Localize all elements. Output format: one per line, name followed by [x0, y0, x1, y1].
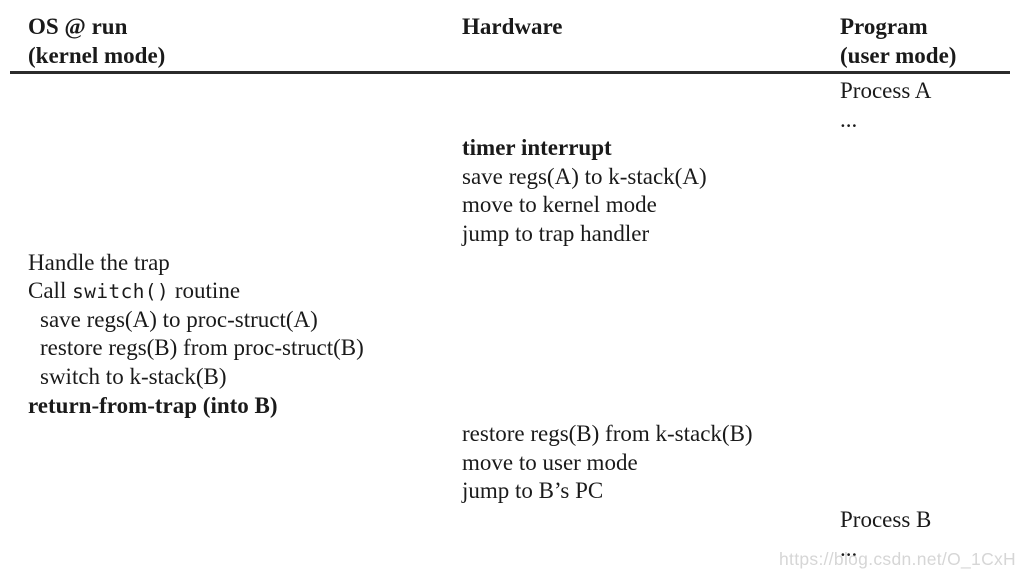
- cell-os: switch to k-stack(B): [28, 363, 462, 392]
- cell-os: [28, 163, 462, 192]
- cell-program: [840, 449, 1022, 478]
- cell-os: save regs(A) to proc-struct(A): [28, 306, 462, 335]
- header-divider: [10, 71, 1010, 74]
- table-row: return-from-trap (into B): [0, 392, 1022, 421]
- step-text: Process A: [840, 78, 932, 103]
- cell-os: Call switch() routine: [28, 277, 462, 307]
- step-text: restore regs(B) from proc-struct(B): [40, 335, 364, 361]
- cell-hardware: [462, 77, 840, 106]
- header-program-column: Program (user mode): [840, 13, 1022, 70]
- cell-program: [840, 134, 1022, 163]
- cell-program: [840, 220, 1022, 249]
- code-text: switch(): [72, 280, 170, 304]
- watermark: https://blog.csdn.net/O_1CxH: [779, 549, 1016, 569]
- cell-os: [28, 77, 462, 106]
- header-program-line2: (user mode): [840, 42, 957, 68]
- step-text: routine: [169, 278, 241, 304]
- cell-os: restore regs(B) from proc-struct(B): [28, 334, 462, 363]
- step-text: Handle the trap: [28, 249, 170, 275]
- cell-hardware: jump to B’s PC: [462, 477, 840, 506]
- header-os-line1: OS @ run: [28, 14, 128, 39]
- cell-os: Handle the trap: [28, 249, 462, 278]
- table-row: save regs(A) to proc-struct(A): [0, 306, 1022, 335]
- cell-hardware: [462, 506, 840, 535]
- cell-program: [840, 334, 1022, 363]
- cell-hardware: timer interrupt: [462, 134, 840, 163]
- step-text: jump to B’s PC: [462, 478, 604, 504]
- cell-program: [840, 392, 1022, 421]
- table-row: switch to k-stack(B): [0, 363, 1022, 392]
- table-row: save regs(A) to k-stack(A): [0, 163, 1022, 192]
- step-text: move to kernel mode: [462, 192, 657, 218]
- cell-program: [840, 306, 1022, 335]
- cell-program: Process B: [840, 506, 1022, 535]
- cell-program: [840, 191, 1022, 220]
- header-os-column: OS @ run (kernel mode): [28, 13, 462, 70]
- table-row: restore regs(B) from proc-struct(B): [0, 334, 1022, 363]
- step-text: jump to trap handler: [462, 220, 650, 246]
- cell-hardware: [462, 249, 840, 278]
- step-text: timer interrupt: [462, 135, 612, 161]
- cell-hardware: [462, 334, 840, 363]
- cell-hardware: [462, 106, 840, 135]
- table-row: timer interrupt: [0, 134, 1022, 163]
- step-text: switch to k-stack(B): [40, 363, 227, 389]
- step-text: move to user mode: [462, 449, 638, 475]
- cell-program: [840, 277, 1022, 307]
- header-hardware-line1: Hardware: [462, 14, 563, 39]
- cell-os: [28, 220, 462, 249]
- cell-os: [28, 106, 462, 135]
- step-text: save regs(A) to k-stack(A): [462, 163, 707, 189]
- table-row: jump to B’s PC: [0, 477, 1022, 506]
- step-text: ...: [840, 106, 858, 132]
- cell-hardware: move to user mode: [462, 449, 840, 478]
- cell-program: [840, 163, 1022, 192]
- step-text: ...: [840, 535, 858, 561]
- table-row: ...: [0, 106, 1022, 135]
- cell-program: [840, 420, 1022, 449]
- cell-hardware: [462, 363, 840, 392]
- cell-os: [28, 191, 462, 220]
- table-row: move to user mode: [0, 449, 1022, 478]
- cell-hardware: [462, 392, 840, 421]
- cell-os: [28, 420, 462, 449]
- cell-program: [840, 363, 1022, 392]
- header-os-line2: (kernel mode): [28, 42, 166, 68]
- step-text: return-from-trap (into B): [28, 392, 278, 418]
- cell-os: [28, 477, 462, 506]
- cell-program: Process A: [840, 77, 1022, 106]
- step-text: Process B: [840, 506, 932, 532]
- table-row: Call switch() routine: [0, 277, 1022, 306]
- cell-hardware: jump to trap handler: [462, 220, 840, 249]
- cell-os: [28, 506, 462, 535]
- table-row: Handle the trap: [0, 249, 1022, 278]
- table-header: OS @ run (kernel mode) Hardware Program …: [0, 13, 1022, 70]
- step-text: save regs(A) to proc-struct(A): [40, 306, 318, 332]
- cell-os: [28, 535, 462, 564]
- step-text: restore regs(B) from k-stack(B): [462, 421, 753, 447]
- cell-hardware: restore regs(B) from k-stack(B): [462, 420, 840, 449]
- table-row: jump to trap handler: [0, 220, 1022, 249]
- cell-program: ...: [840, 106, 1022, 135]
- cell-hardware: save regs(A) to k-stack(A): [462, 163, 840, 192]
- cell-os: [28, 449, 462, 478]
- cell-program: [840, 249, 1022, 278]
- cell-hardware: [462, 306, 840, 335]
- cell-hardware: [462, 277, 840, 307]
- cell-os: return-from-trap (into B): [28, 392, 462, 421]
- cell-program: ...: [840, 535, 1022, 564]
- table-row: Process B: [0, 506, 1022, 535]
- step-text: Call: [28, 278, 73, 304]
- header-hardware-column: Hardware: [462, 13, 840, 70]
- header-program-line1: Program: [840, 14, 928, 39]
- table-row: Process A: [0, 77, 1022, 106]
- table-row: ...: [0, 535, 1022, 564]
- table-row: restore regs(B) from k-stack(B): [0, 420, 1022, 449]
- table-row: move to kernel mode: [0, 191, 1022, 220]
- cell-os: [28, 134, 462, 163]
- cell-program: [840, 477, 1022, 506]
- cell-hardware: move to kernel mode: [462, 191, 840, 220]
